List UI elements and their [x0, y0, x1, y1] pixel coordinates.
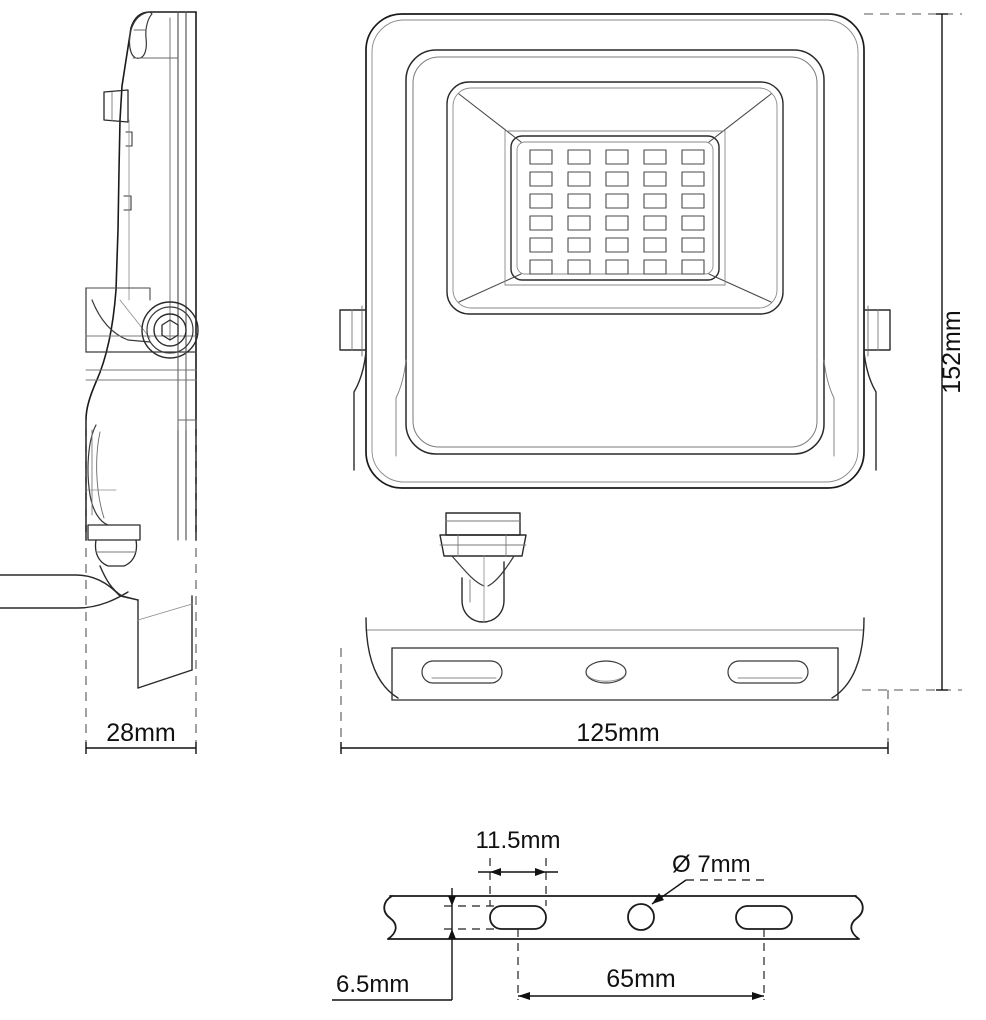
bracket-break-line-left — [383, 895, 397, 940]
swivel-bolt-inner-ring — [153, 313, 187, 347]
dim-arrow-65h-top — [448, 896, 456, 906]
led-chip — [567, 171, 591, 187]
led-chip — [567, 215, 591, 231]
side-mount-tab — [103, 89, 129, 123]
reflector-bevel-tr — [708, 93, 772, 143]
front-yoke-left-arm — [353, 351, 367, 471]
led-chip — [643, 149, 667, 165]
side-yoke-top-edge — [85, 287, 151, 301]
led-chip — [643, 237, 667, 253]
side-yoke-curve — [91, 299, 151, 343]
reflector-bevel-bl — [458, 273, 522, 303]
front-gland-hexnut — [439, 534, 527, 557]
bracket-break-line-right — [850, 895, 864, 940]
reflector-bevel-tl — [458, 93, 522, 143]
led-chip — [567, 237, 591, 253]
led-chip — [529, 215, 553, 231]
dim-arrow-65-right — [752, 992, 764, 1000]
reflector-bevel-br — [708, 273, 772, 303]
front-gland-taper-right — [487, 555, 515, 587]
bracket-plate-fold-line — [137, 603, 193, 621]
swivel-bolt-mid-ring — [146, 306, 194, 354]
dimension-label-height: 152mm — [938, 310, 966, 393]
front-yoke-right-arm — [863, 351, 877, 471]
bracket-detail-dimensions-group: 11.5mm 6.5mm Ø 7mm 65mm — [332, 827, 768, 1001]
bracket-arm-bottom-edge — [137, 669, 193, 689]
led-chip — [529, 259, 553, 275]
led-chip — [605, 215, 629, 231]
front-bracket-slot-group — [421, 660, 809, 684]
led-chip — [605, 237, 629, 253]
led-chip — [529, 237, 553, 253]
bracket-center-hole — [585, 660, 627, 684]
front-right-tab — [863, 309, 891, 351]
side-gland-body-curve — [87, 424, 109, 526]
led-chip — [643, 171, 667, 187]
led-chip — [681, 171, 705, 187]
led-chip — [681, 215, 705, 231]
front-view-group — [339, 13, 891, 701]
dimension-lines-group: 152mm 28mm 125mm — [85, 13, 966, 754]
side-view-group — [0, 11, 199, 689]
led-chip — [681, 259, 705, 275]
bracket-slot-left — [421, 660, 503, 684]
dim-arrow-65h-bottom — [448, 929, 456, 939]
led-chip — [643, 193, 667, 209]
led-chip — [643, 215, 667, 231]
dimension-label-width: 125mm — [576, 719, 659, 747]
led-chip — [605, 171, 629, 187]
led-chip — [681, 237, 705, 253]
side-gland-hexnut — [94, 539, 138, 567]
bracket-center-hole-depth — [587, 675, 625, 682]
front-housing-outer — [365, 13, 865, 489]
front-gland-taper-left — [451, 555, 485, 587]
bracket-slot-right — [727, 660, 809, 684]
led-chip — [529, 193, 553, 209]
dimension-label-slot-width: 11.5mm — [476, 827, 561, 854]
swivel-bolt-outer-ring — [141, 301, 199, 359]
front-left-tab — [339, 309, 367, 351]
front-yoke-right-inner — [823, 359, 835, 457]
dimension-label-hole-diameter: Ø 7mm — [672, 851, 751, 878]
led-chip — [529, 149, 553, 165]
led-chip — [529, 171, 553, 187]
side-body-left-outline — [85, 11, 197, 541]
side-gland-edge-curve — [96, 431, 105, 519]
led-chip — [681, 149, 705, 165]
side-gland-collar — [87, 524, 141, 541]
dimension-label-depth: 28mm — [106, 719, 175, 747]
led-chip — [605, 193, 629, 209]
detail-center-hole — [627, 903, 655, 931]
led-chip — [605, 259, 629, 275]
side-yoke-bevel — [119, 299, 151, 339]
led-chip — [567, 193, 591, 209]
leader-arrow-dia7 — [652, 893, 664, 904]
front-housing-outer-inner-edge — [371, 19, 859, 483]
dim-arrow-65-left — [518, 992, 530, 1000]
front-cable-boot — [461, 561, 505, 623]
front-bezel-frame-inner — [412, 56, 818, 448]
side-rib-notch-lower — [123, 195, 132, 211]
swivel-bolt-hex-head — [161, 319, 179, 341]
led-chip — [567, 149, 591, 165]
led-chip — [567, 259, 591, 275]
front-reflector-opening-inner — [452, 87, 778, 309]
led-chip-array — [529, 149, 705, 275]
dimension-label-slot-height: 6.5mm — [336, 971, 409, 998]
front-bracket-right-fillet — [831, 617, 865, 699]
led-chip — [605, 149, 629, 165]
led-chip — [681, 193, 705, 209]
front-reflector-opening — [446, 81, 784, 315]
front-yoke-left-inner — [395, 359, 407, 457]
dim-arrow-115-left — [490, 868, 501, 876]
dimension-label-slot-spacing: 65mm — [606, 965, 675, 993]
front-bracket-left-fillet — [365, 617, 399, 699]
dim-arrow-115-right — [535, 868, 546, 876]
front-bezel-frame — [405, 49, 825, 455]
bracket-arm-bottom-outline — [0, 591, 129, 609]
led-chip — [643, 259, 667, 275]
front-led-panel — [510, 135, 720, 281]
